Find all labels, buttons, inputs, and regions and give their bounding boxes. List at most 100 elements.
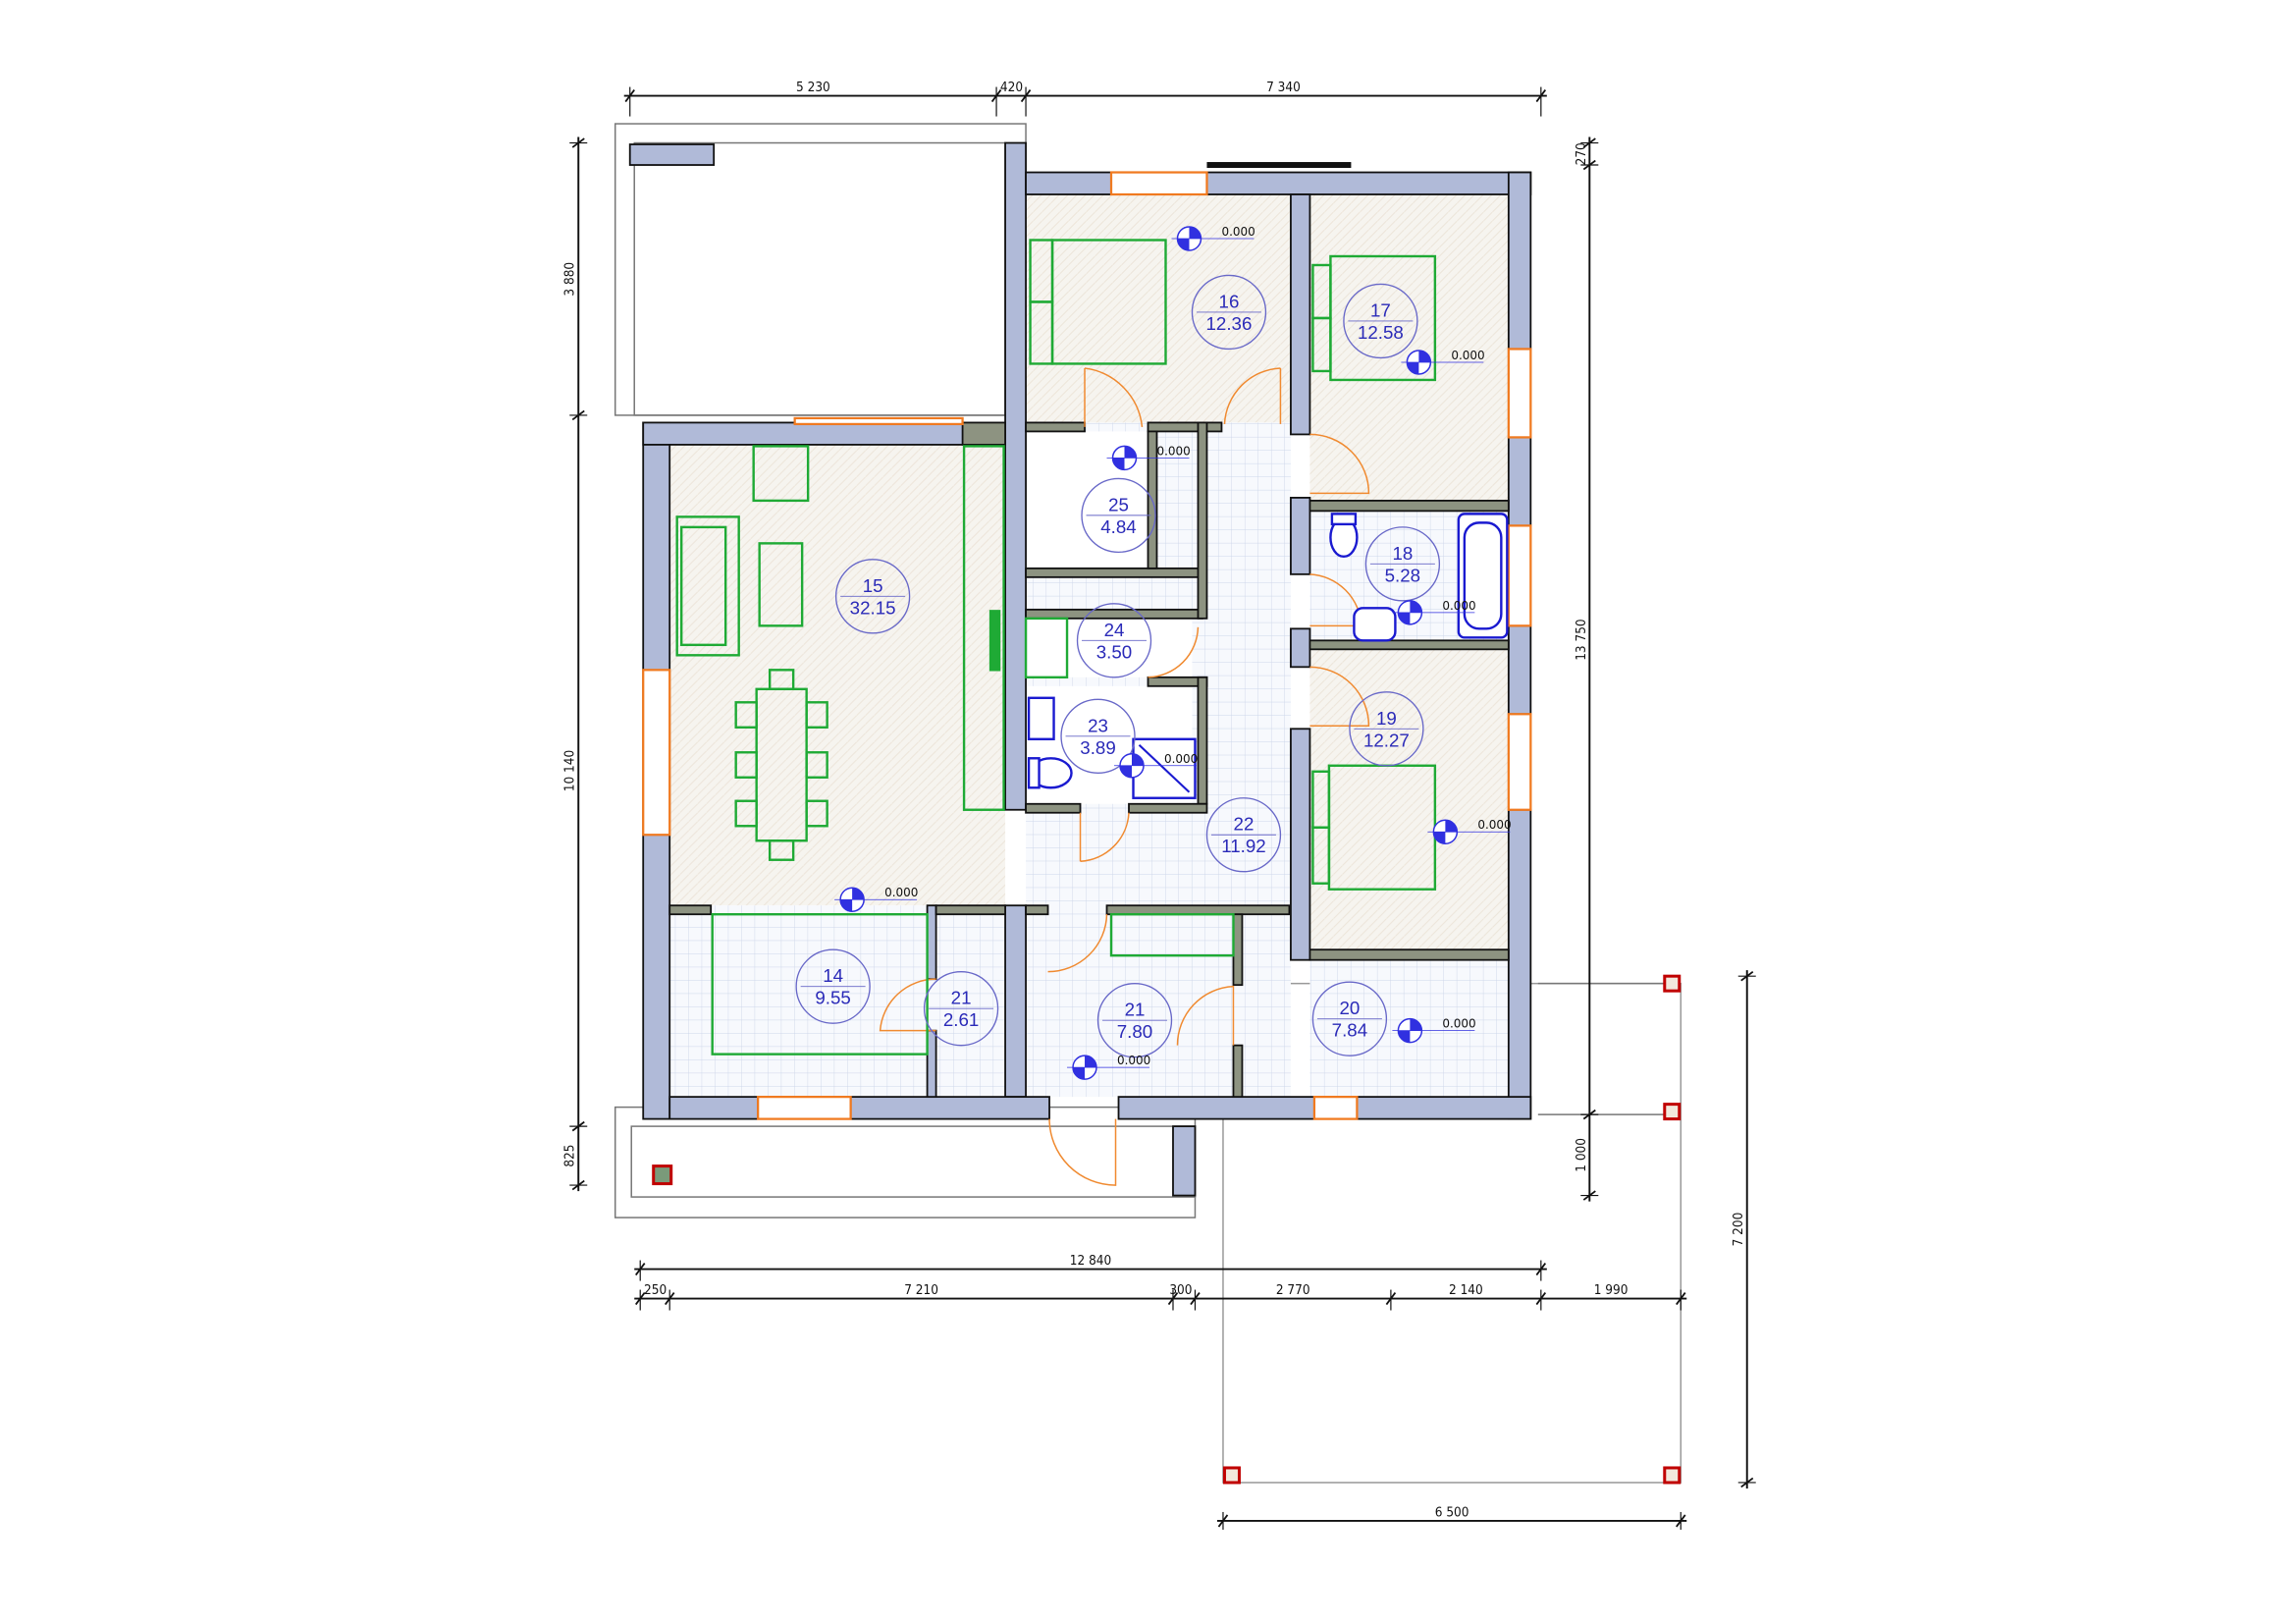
dimension-label: 10 140	[562, 750, 578, 791]
room-area: 9.55	[815, 988, 850, 1008]
level-value: 0.000	[1442, 599, 1475, 613]
column	[1663, 1103, 1682, 1121]
room-area: 12.36	[1206, 313, 1253, 334]
level-mark: 0.000	[1171, 225, 1255, 251]
sink	[1027, 696, 1055, 740]
dimension-label: 420	[1000, 80, 1023, 95]
level-value: 0.000	[1451, 349, 1484, 362]
sanitary-fixtures	[1027, 513, 1509, 799]
level-marks: 0.000 0.000 0.000 0.000 0.000 0.000 0.000 0.000…	[834, 225, 1512, 1080]
dimension-chain: 250 7 210 300 2 770 2 140 1 990	[634, 1282, 1687, 1311]
dimension-chain: 270 13 750 1 000	[1574, 136, 1599, 1202]
entrance-post	[1172, 1125, 1197, 1197]
level-value: 0.000	[1156, 444, 1190, 458]
room-area: 5.28	[1385, 565, 1420, 585]
dimension-label: 12 840	[1070, 1253, 1111, 1269]
level-value: 0.000	[1117, 1054, 1150, 1067]
room-number: 21	[1125, 1000, 1146, 1020]
room-number: 18	[1392, 543, 1413, 564]
dimension-label: 270	[1574, 142, 1589, 165]
level-mark: 0.000	[1427, 818, 1512, 844]
dimension-chain: 12 840	[634, 1253, 1547, 1281]
room-number: 14	[823, 965, 843, 986]
sofa	[675, 515, 740, 657]
dimension-label: 825	[562, 1145, 578, 1167]
room-tag: 217.80	[1096, 983, 1173, 1058]
terrace-column	[628, 143, 716, 166]
room-tag: 254.84	[1081, 477, 1156, 554]
column	[1222, 1466, 1241, 1485]
column	[652, 1164, 673, 1186]
room-number: 16	[1219, 291, 1240, 311]
sink	[1353, 607, 1397, 642]
room-number: 21	[951, 988, 972, 1008]
room-area: 32.15	[850, 597, 896, 618]
level-mark: 0.000	[1392, 1017, 1476, 1044]
dimension-chain: 6 500	[1216, 1504, 1687, 1530]
dimension-label: 7 200	[1731, 1213, 1746, 1247]
room-number: 20	[1339, 998, 1360, 1018]
level-mark: 0.000	[1067, 1054, 1150, 1080]
room-tag: 185.28	[1364, 526, 1441, 602]
room-number: 25	[1108, 494, 1129, 514]
level-mark: 0.000	[1401, 349, 1485, 375]
dimension-label: 1 990	[1594, 1282, 1629, 1298]
level-mark: 0.000	[1106, 444, 1191, 471]
room-tag: 207.84	[1311, 981, 1388, 1056]
dimension-label: 300	[1169, 1282, 1192, 1298]
level-value: 0.000	[1442, 1017, 1475, 1031]
dimension-chain: 7 200	[1731, 970, 1756, 1489]
room-area: 4.84	[1100, 516, 1136, 537]
armchair	[752, 445, 810, 503]
columns	[652, 974, 1682, 1485]
dimension-label: 6 500	[1435, 1504, 1469, 1520]
dimension-label: 7 210	[904, 1282, 938, 1298]
level-mark: 0.000	[834, 886, 918, 912]
coffee-table	[758, 542, 804, 627]
wardrobe	[1109, 913, 1235, 957]
room-number: 22	[1234, 814, 1255, 835]
room-tag: 243.50	[1076, 603, 1152, 678]
level-value: 0.000	[1477, 818, 1511, 832]
room-number: 17	[1370, 299, 1391, 320]
column	[1663, 1466, 1682, 1485]
room-tag: 149.55	[795, 948, 871, 1024]
room-area: 2.61	[943, 1009, 979, 1030]
floors	[669, 194, 1509, 1098]
column	[1663, 974, 1682, 993]
dimension-chain: 3 880 10 140 825	[562, 136, 588, 1192]
dimension-label: 3 880	[562, 262, 578, 297]
level-mark: 0.000	[1114, 752, 1198, 779]
furniture	[675, 239, 1437, 1056]
room-tag: 212.61	[923, 971, 999, 1047]
room-area: 3.89	[1080, 737, 1115, 758]
room-number: 24	[1104, 620, 1125, 640]
room-area: 7.80	[1117, 1021, 1152, 1042]
room-area: 3.50	[1096, 641, 1132, 662]
dimension-label: 2 770	[1276, 1282, 1310, 1298]
dimension-label: 13 750	[1574, 619, 1589, 660]
room-number: 15	[863, 575, 883, 596]
wardrobe	[711, 913, 929, 1056]
dimension-label: 2 140	[1449, 1282, 1483, 1298]
room-area: 11.92	[1221, 836, 1266, 856]
room-area: 12.27	[1363, 730, 1410, 750]
room-tag: 233.89	[1060, 698, 1136, 774]
kitchen-counter	[962, 445, 1005, 811]
dimension-label: 250	[644, 1282, 667, 1298]
exterior-walls	[642, 141, 1532, 1120]
room-number: 19	[1376, 708, 1397, 729]
room-number: 23	[1088, 715, 1108, 735]
dimension-label: 1 000	[1574, 1138, 1589, 1172]
room-area: 7.84	[1332, 1020, 1367, 1041]
level-value: 0.000	[1221, 225, 1255, 239]
level-value: 0.000	[884, 886, 918, 899]
